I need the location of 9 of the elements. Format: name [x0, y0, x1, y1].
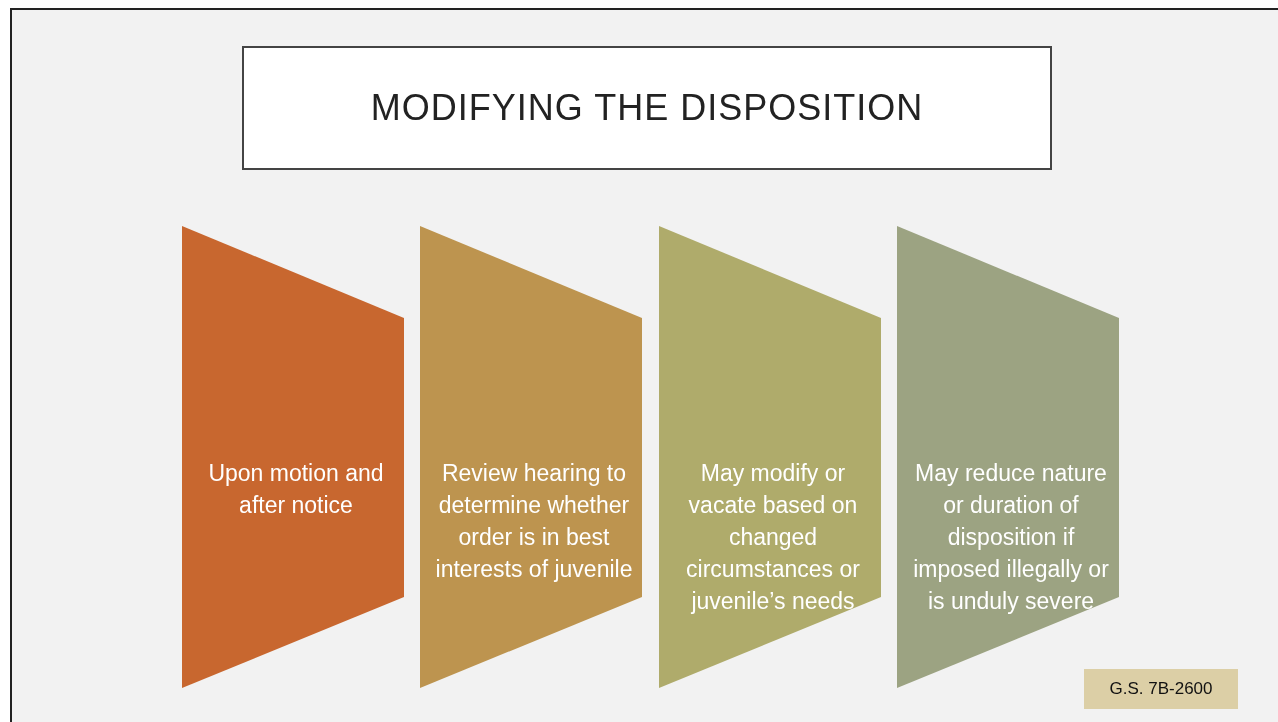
- step-text: Review hearing to determine whether order is in best interests of juvenile: [434, 459, 634, 584]
- chevron-shape: [182, 226, 404, 688]
- chevron-shape: [420, 226, 642, 688]
- chevron-shape: [659, 226, 881, 688]
- step-text: May reduce nature or duration of disposition if imposed illegally or is unduly severe: [912, 459, 1110, 616]
- step-text: Upon motion and after notice: [207, 459, 385, 520]
- slide-title: MODIFYING THE DISPOSITION: [242, 46, 1052, 170]
- step-text: May modify or vacate based on changed circumstances or juvenile’s needs: [685, 459, 861, 616]
- statute-reference: G.S. 7B-2600: [1084, 669, 1238, 709]
